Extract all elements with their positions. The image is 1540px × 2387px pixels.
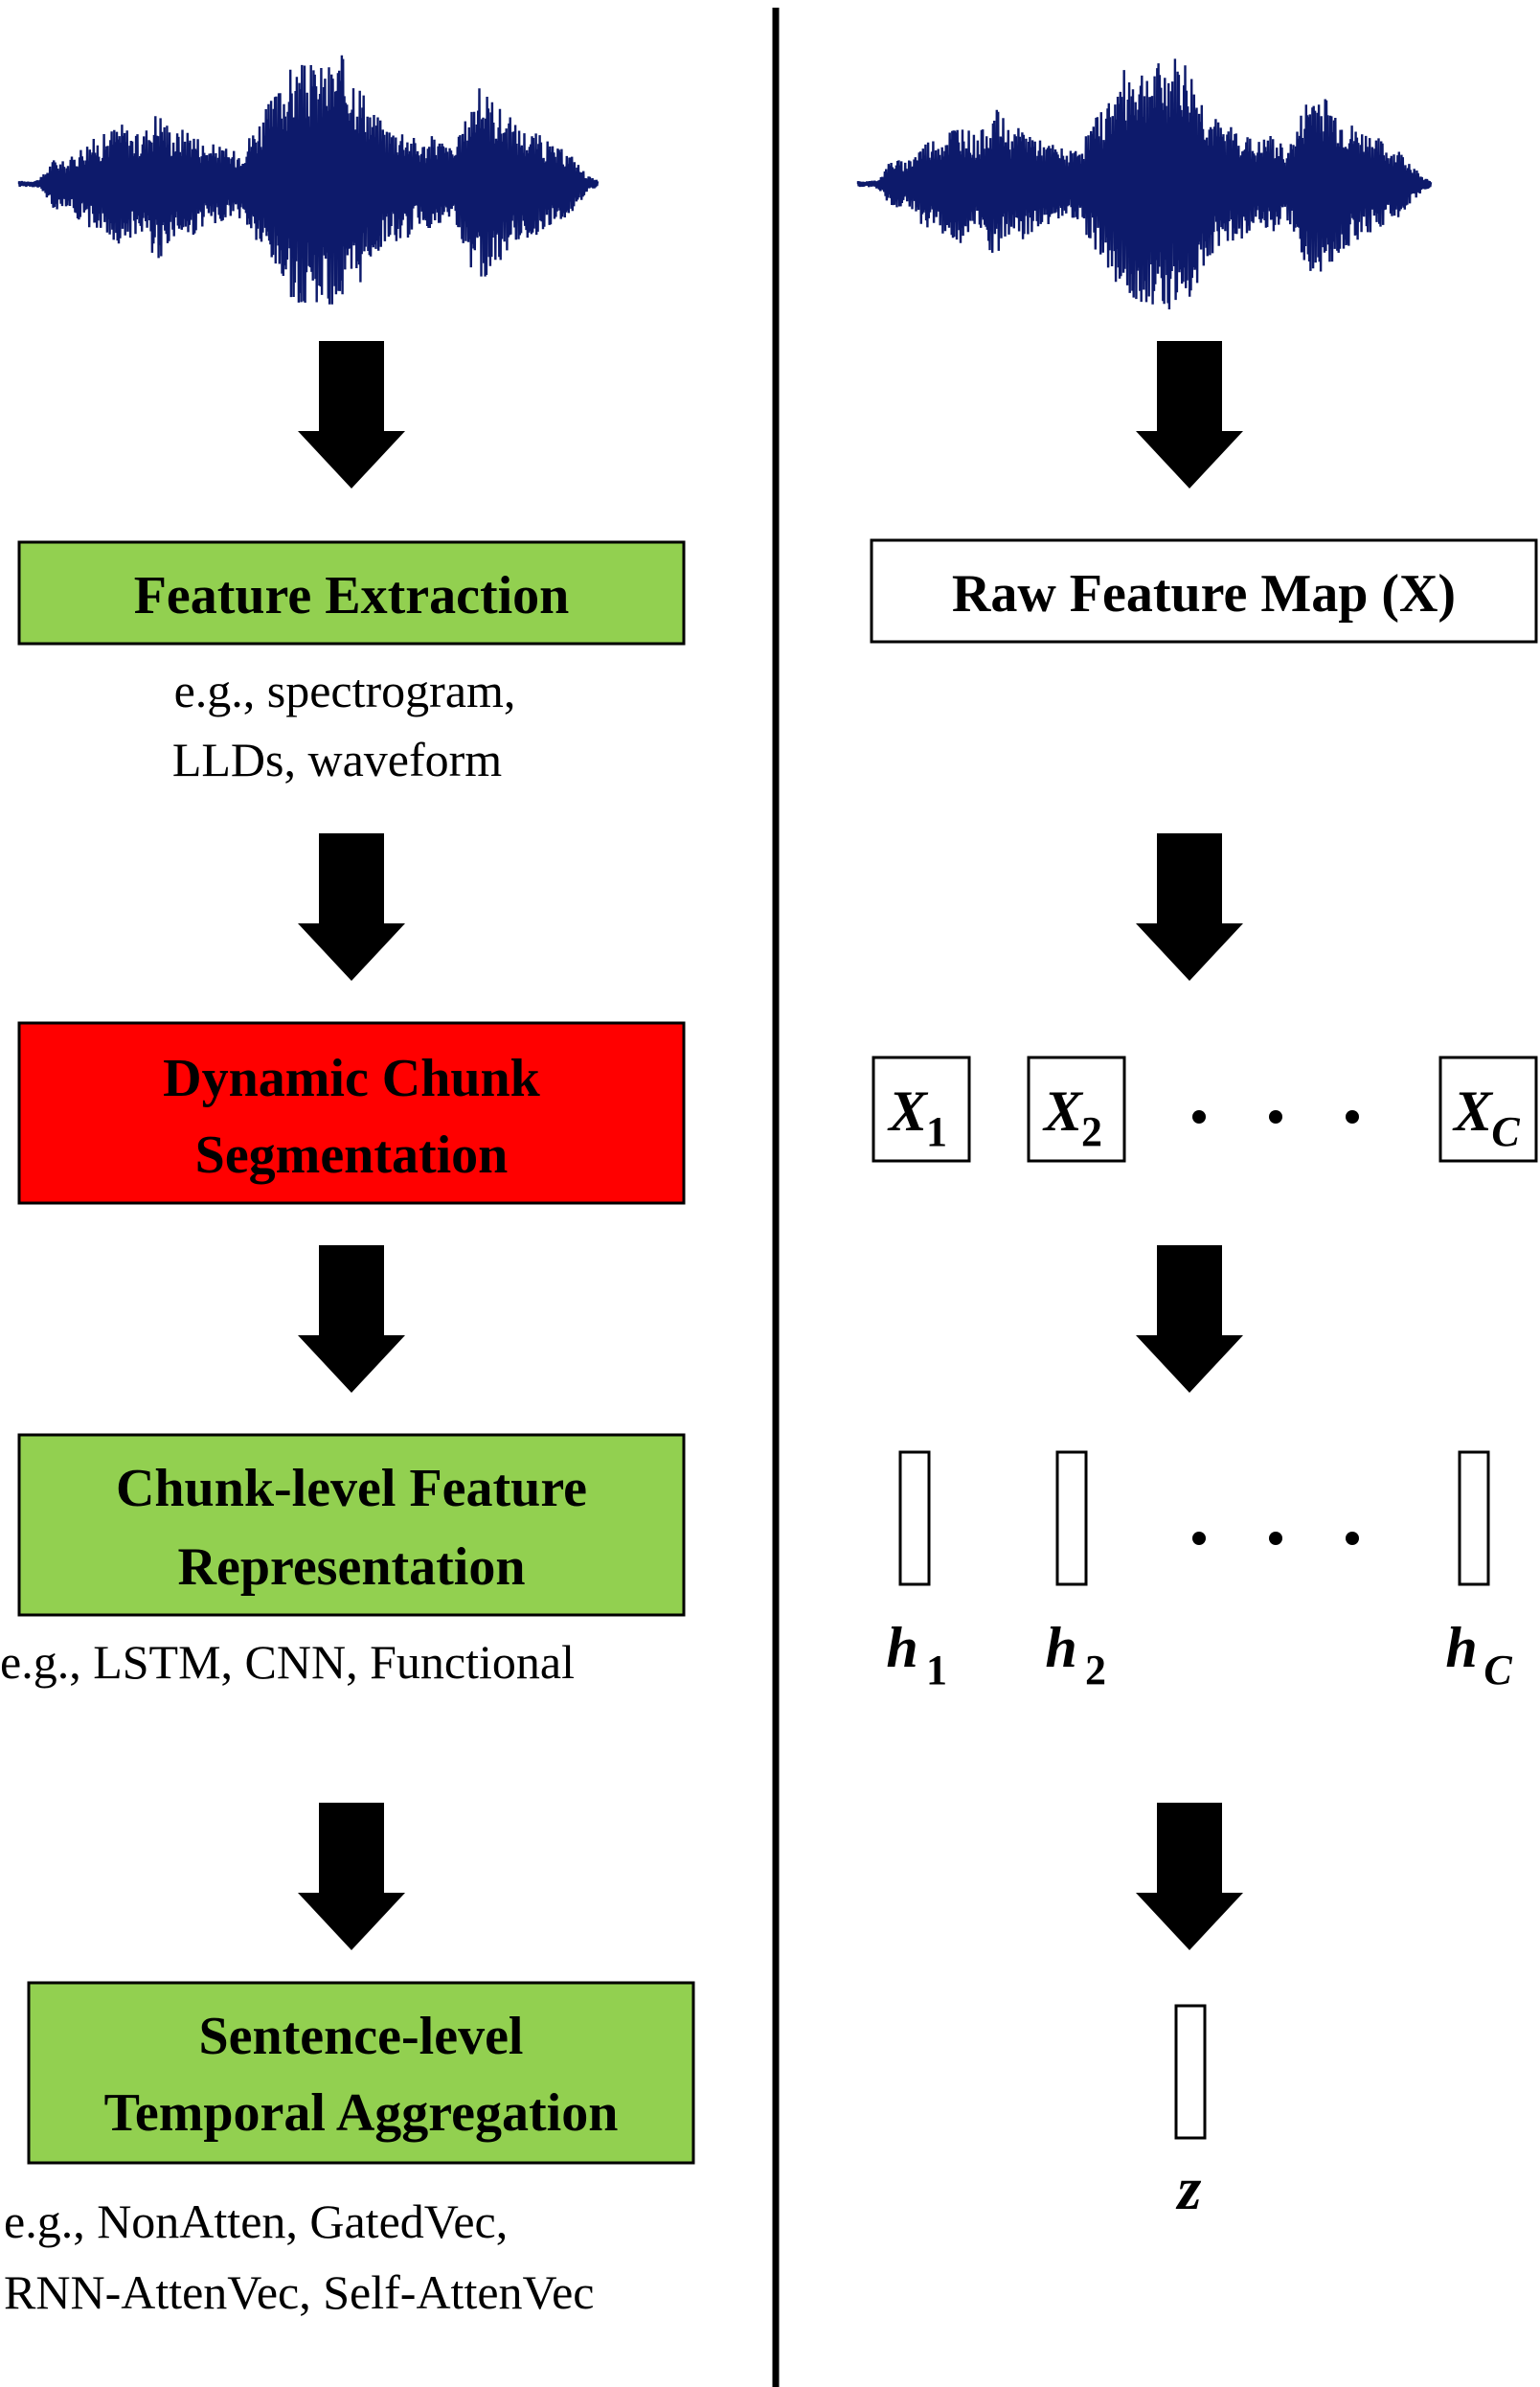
chunk-c-base: X bbox=[1452, 1080, 1494, 1143]
hidden-c-sub: C bbox=[1483, 1647, 1512, 1694]
chunk-box-c: X C bbox=[1438, 1056, 1538, 1163]
waveform-left bbox=[17, 55, 600, 305]
arrow-right-3 bbox=[1136, 1245, 1243, 1393]
chunk-level-label-line-1: Chunk-level Feature bbox=[116, 1459, 587, 1518]
chunk-1-base: X bbox=[887, 1080, 929, 1143]
arrow-right-2 bbox=[1136, 833, 1243, 981]
arrow-left-3 bbox=[298, 1245, 405, 1393]
output-vector-z: z bbox=[1174, 2004, 1207, 2222]
svg-text:1: 1 bbox=[926, 1647, 947, 1694]
svg-text:1: 1 bbox=[926, 1108, 947, 1155]
chunk-c-sub: C bbox=[1491, 1108, 1520, 1155]
hidden-ellipsis bbox=[1192, 1532, 1359, 1545]
flow-arrows bbox=[298, 341, 1243, 1950]
hidden-vector-c: h C bbox=[1445, 1450, 1512, 1694]
sentence-level-label-line-2: Temporal Aggregation bbox=[104, 2083, 619, 2143]
waveform-right bbox=[856, 58, 1433, 310]
dynamic-chunk-segmentation-box: Dynamic Chunk Segmentation bbox=[17, 1021, 686, 1205]
arrow-right-4 bbox=[1136, 1803, 1243, 1950]
svg-text:h: h bbox=[886, 1616, 917, 1679]
feature-extraction-note: e.g., spectrogram, LLDs, waveform bbox=[172, 664, 516, 786]
svg-text:X: X bbox=[887, 1080, 929, 1143]
feature-extraction-label: Feature Extraction bbox=[134, 566, 570, 625]
svg-text:C: C bbox=[1483, 1647, 1512, 1694]
feature-extraction-box: Feature Extraction bbox=[17, 540, 686, 646]
chunk-ellipsis bbox=[1192, 1110, 1359, 1124]
svg-text:2: 2 bbox=[1085, 1647, 1106, 1694]
arrow-left-2 bbox=[298, 833, 405, 981]
arrow-left-1 bbox=[298, 341, 405, 489]
dynamic-chunk-label-line-1: Dynamic Chunk bbox=[163, 1049, 541, 1108]
sentence-level-note: e.g., NonAtten, GatedVec, RNN-AttenVec, … bbox=[4, 2194, 594, 2319]
sentence-level-label-line-1: Sentence-level bbox=[199, 2007, 524, 2066]
hidden-2-sub: 2 bbox=[1085, 1647, 1106, 1694]
feature-extraction-note-line-1: e.g., spectrogram, bbox=[174, 664, 516, 717]
sentence-level-note-line-1: e.g., NonAtten, GatedVec, bbox=[4, 2194, 508, 2248]
chunk-box-2: X 2 bbox=[1027, 1056, 1126, 1163]
chunk-box-1: X 1 bbox=[872, 1056, 971, 1163]
hidden-1-sub: 1 bbox=[926, 1647, 947, 1694]
output-z-label: z bbox=[1176, 2154, 1202, 2222]
arrow-right-1 bbox=[1136, 341, 1243, 489]
svg-text:h: h bbox=[1045, 1616, 1076, 1679]
svg-text:X: X bbox=[1452, 1080, 1494, 1143]
chunk-level-label-line-2: Representation bbox=[178, 1537, 526, 1597]
hidden-vector-2: h 2 bbox=[1045, 1450, 1106, 1694]
sentence-level-note-line-2: RNN-AttenVec, Self-AttenVec bbox=[4, 2265, 594, 2319]
raw-feature-map-box: Raw Feature Map (X) bbox=[870, 538, 1538, 644]
chunk-1-sub: 1 bbox=[926, 1108, 947, 1155]
chunk-2-base: X bbox=[1042, 1080, 1084, 1143]
dynamic-chunk-label-line-2: Segmentation bbox=[195, 1125, 509, 1185]
svg-text:2: 2 bbox=[1081, 1108, 1102, 1155]
raw-feature-map-label: Raw Feature Map (X) bbox=[952, 564, 1456, 624]
hidden-vector-1: h 1 bbox=[886, 1450, 947, 1694]
chunk-level-note: e.g., LSTM, CNN, Functional bbox=[0, 1635, 575, 1689]
hidden-2-base: h bbox=[1045, 1616, 1076, 1679]
chunk-level-representation-box: Chunk-level Feature Representation bbox=[17, 1433, 686, 1617]
feature-extraction-note-line-2: LLDs, waveform bbox=[172, 733, 502, 786]
svg-text:h: h bbox=[1445, 1616, 1477, 1679]
arrow-left-4 bbox=[298, 1803, 405, 1950]
hidden-c-base: h bbox=[1445, 1616, 1477, 1679]
chunk-2-sub: 2 bbox=[1081, 1108, 1102, 1155]
hidden-1-base: h bbox=[886, 1616, 917, 1679]
chunk-level-note-line-1: e.g., LSTM, CNN, Functional bbox=[0, 1635, 575, 1689]
svg-text:X: X bbox=[1042, 1080, 1084, 1143]
svg-text:C: C bbox=[1491, 1108, 1520, 1155]
sentence-level-aggregation-box: Sentence-level Temporal Aggregation bbox=[27, 1981, 695, 2165]
